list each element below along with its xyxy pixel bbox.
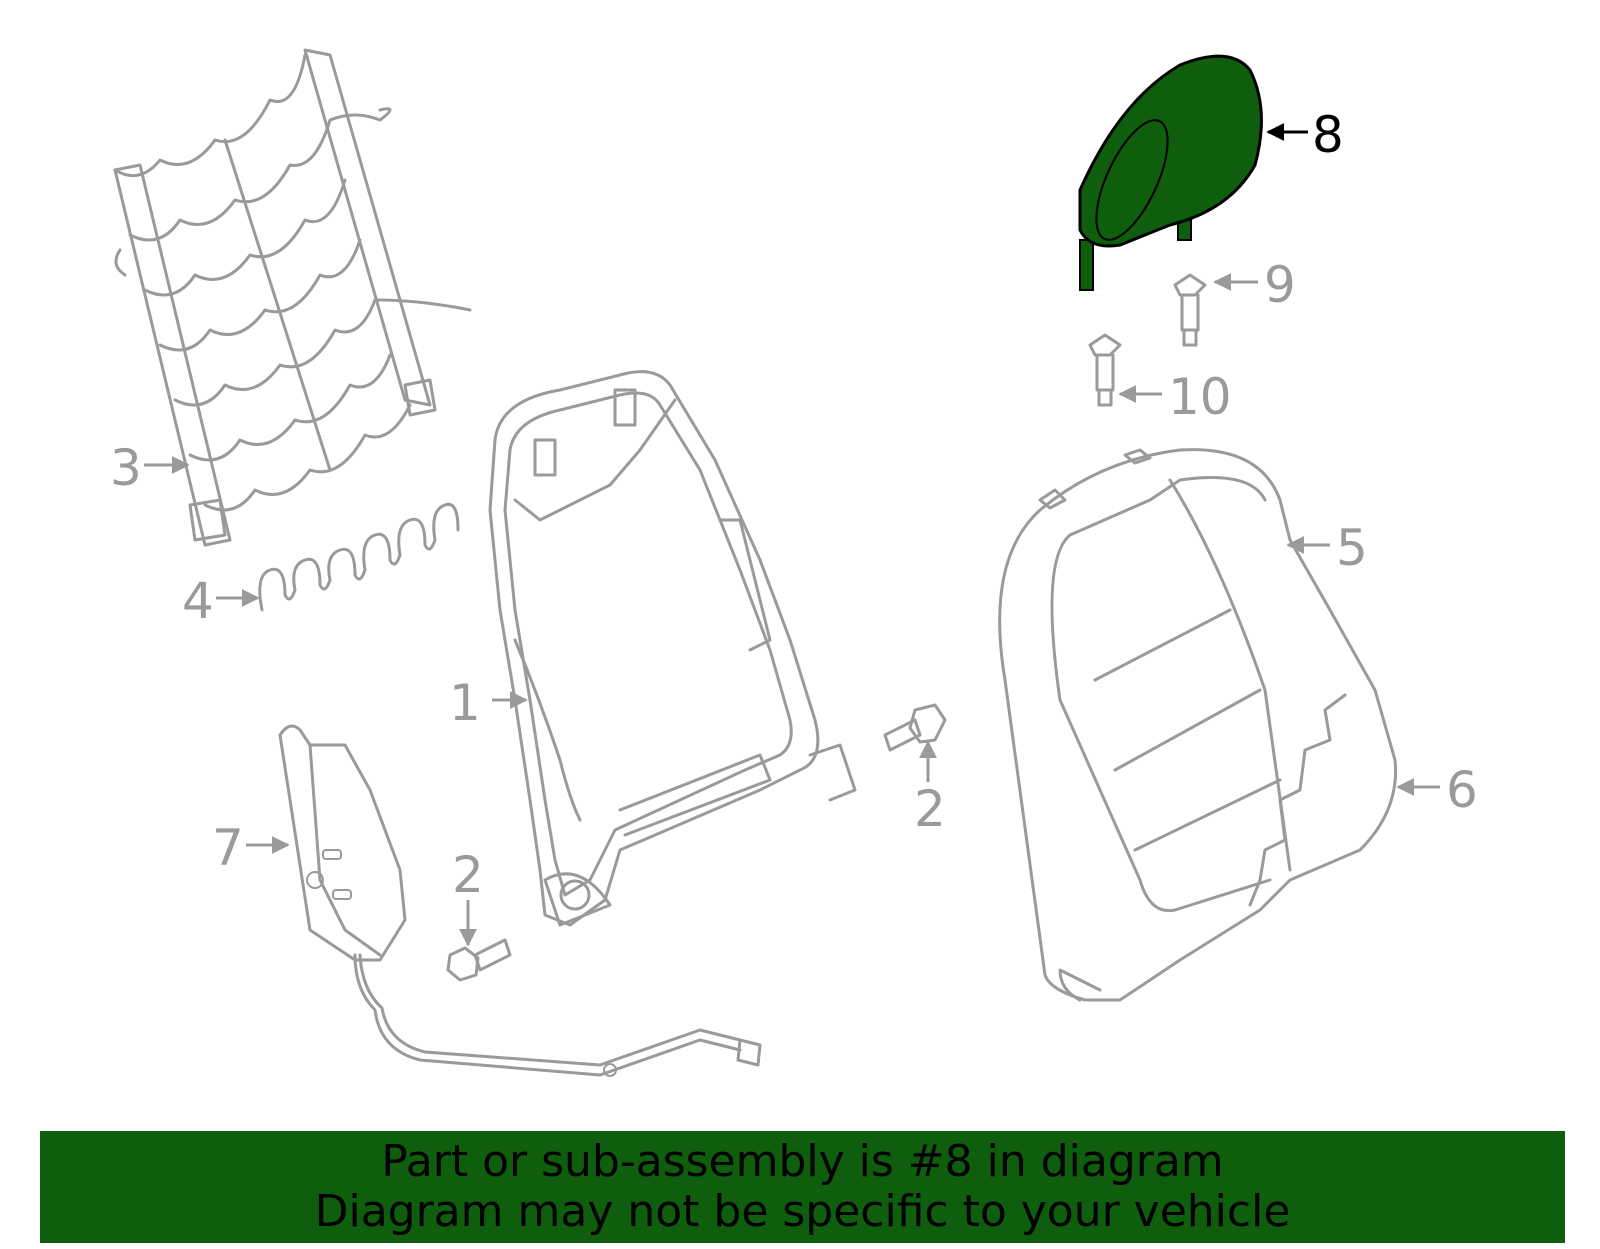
callout-5: 5 <box>1336 519 1368 577</box>
callout-2-right: 2 <box>914 780 946 838</box>
part-9-headrest-guide <box>1173 273 1207 347</box>
part-3-spring-mat <box>113 48 472 547</box>
callout-9: 9 <box>1264 256 1296 314</box>
part-5-seat-back-cover <box>998 448 1398 1002</box>
callout-2-left: 2 <box>452 846 484 904</box>
callout-6: 6 <box>1446 761 1478 819</box>
callout-arrows <box>144 123 1440 947</box>
info-banner: Part or sub-assembly is #8 in diagram Di… <box>40 1131 1565 1243</box>
banner-line-disclaimer: Diagram may not be specific to your vehi… <box>314 1186 1291 1237</box>
callout-1: 1 <box>449 674 481 732</box>
callout-3: 3 <box>110 439 142 497</box>
part-8-headrest <box>1078 54 1263 291</box>
part-2-bolt-a <box>883 703 947 752</box>
part-10-headrest-guide <box>1088 333 1122 407</box>
part-4-coil-spring <box>258 502 460 612</box>
callout-10: 10 <box>1168 368 1232 426</box>
part-7-side-trim-panel <box>278 724 762 1077</box>
callout-4: 4 <box>182 572 214 630</box>
part-2-bolt-b <box>446 938 512 982</box>
part-1-seat-frame <box>488 370 857 927</box>
callout-7: 7 <box>212 819 244 877</box>
part-6-seat-back-panel <box>1248 693 1347 907</box>
callout-8: 8 <box>1312 106 1344 164</box>
banner-line-part-number: Part or sub-assembly is #8 in diagram <box>381 1136 1224 1187</box>
